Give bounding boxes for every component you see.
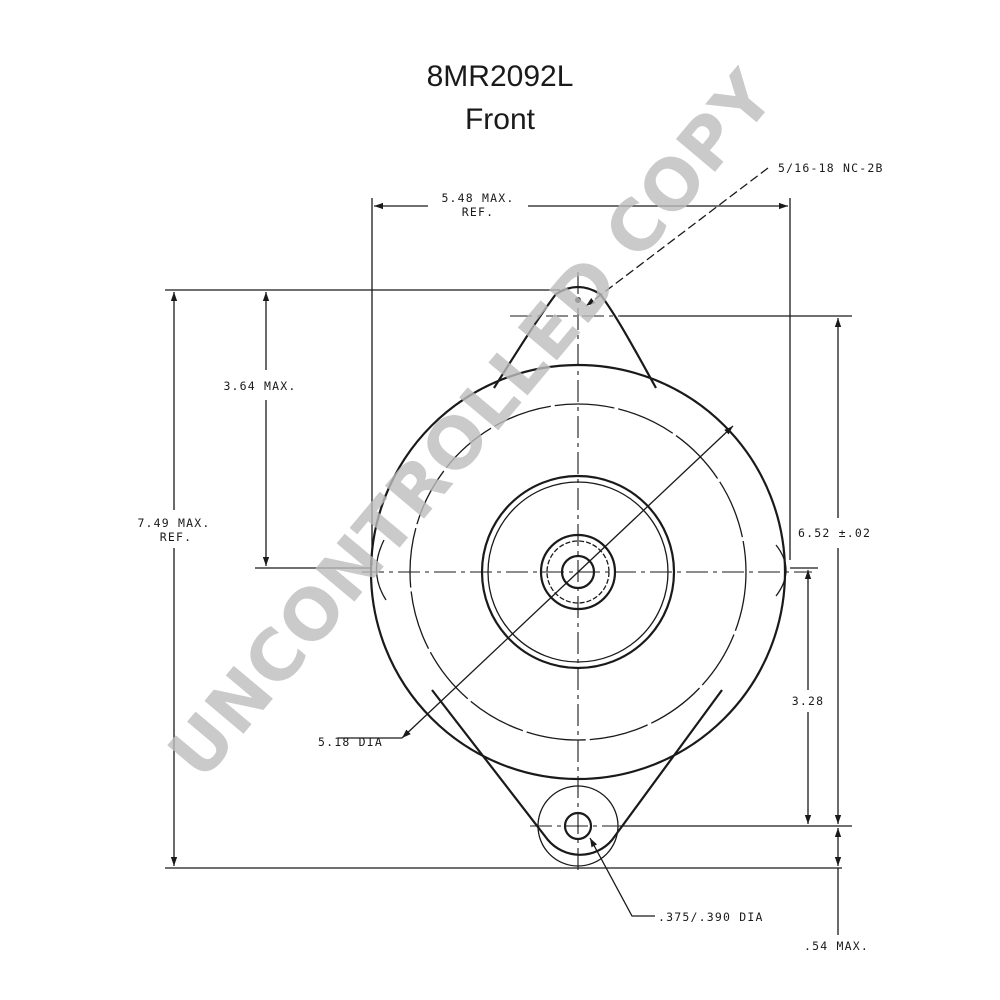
lower-ear-label: .54 MAX. [804,939,869,953]
lower-mounting-ear [431,689,723,856]
overall-height-line2: REF. [160,530,193,544]
body-diameter-label: 5.18 DIA [318,735,383,749]
center-lines [362,272,812,872]
hole-diameter-label: .375/.390 DIA [658,910,764,924]
view-title: Front [464,103,536,136]
width-label-line2: REF. [462,205,495,219]
hole-leader [589,837,655,917]
dim-body-diameter [401,425,734,739]
uncontrolled-copy-watermark: UNCONTROLLED COPY [152,55,791,794]
part-number-title: 8MR2092L [426,60,574,93]
right-boss [775,544,787,597]
width-label-line1: 5.48 MAX. [441,191,514,205]
thread-leader [585,167,769,307]
lower-offset-label: 3.28 [792,694,825,708]
left-boss [375,539,387,601]
upper-height-label: 3.64 MAX. [223,379,296,393]
dimension-lines [170,167,842,935]
extension-lines [165,198,852,869]
overall-height-line1: 7.49 MAX. [137,516,210,530]
thread-label: 5/16-18 NC-2B [778,161,884,175]
dimension-labels: 5/16-18 NC-2B 5.48 MAX. REF. 3.64 MAX. 7… [137,161,884,953]
mount-span-label: 6.52 ±.02 [798,526,871,540]
